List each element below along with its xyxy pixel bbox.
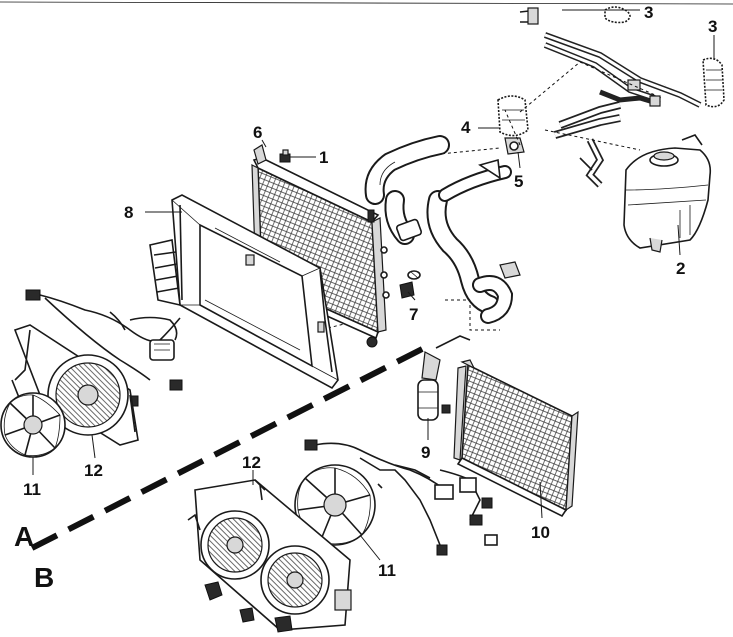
section-divider (30, 342, 432, 551)
hose-clamp-3-right (702, 57, 725, 108)
callout-3-upper: 3 (644, 3, 653, 22)
hose-clamp-3-upper (604, 6, 631, 24)
wiring-harness-a (25, 289, 183, 407)
callout-6: 6 (253, 123, 262, 142)
condenser-10 (453, 359, 579, 518)
fan-blade-11-a (0, 392, 66, 458)
callout-5: 5 (514, 172, 523, 191)
fan-housing-12-a (11, 324, 139, 446)
fan-blade-11-b (294, 464, 376, 546)
callout-8: 8 (124, 203, 133, 222)
callout-7: 7 (409, 305, 418, 324)
section-label-b: B (34, 562, 54, 593)
thermostat-housing-5 (504, 137, 525, 155)
callout-9: 9 (421, 443, 430, 462)
callout-10: 10 (531, 523, 550, 542)
hose-clamp-4 (497, 95, 529, 137)
temperature-switch-7 (399, 270, 421, 299)
frame-top-line (0, 1, 733, 5)
radiator-lower-hose (426, 158, 521, 324)
leader-lines (32, 9, 715, 561)
radiator-upper-hose (364, 135, 450, 245)
fan-shroud-frame (149, 194, 339, 390)
callout-11-a: 11 (23, 480, 41, 499)
section-label-a: A (14, 521, 34, 552)
callout-1: 1 (319, 148, 328, 167)
twin-fan-shroud-12-b (187, 479, 352, 633)
receiver-drier-9 (417, 335, 471, 421)
expansion-tank (623, 134, 712, 253)
radiator-cap-1 (279, 149, 291, 163)
callout-11-b: 11 (378, 561, 396, 580)
callout-12-b: 12 (242, 453, 261, 472)
callout-12-a: 12 (84, 461, 103, 480)
callout-3-right: 3 (708, 17, 717, 36)
heater-pipes (519, 7, 702, 188)
callout-4: 4 (461, 118, 471, 137)
callout-2: 2 (676, 259, 685, 278)
wiring-harness-b (304, 439, 498, 556)
